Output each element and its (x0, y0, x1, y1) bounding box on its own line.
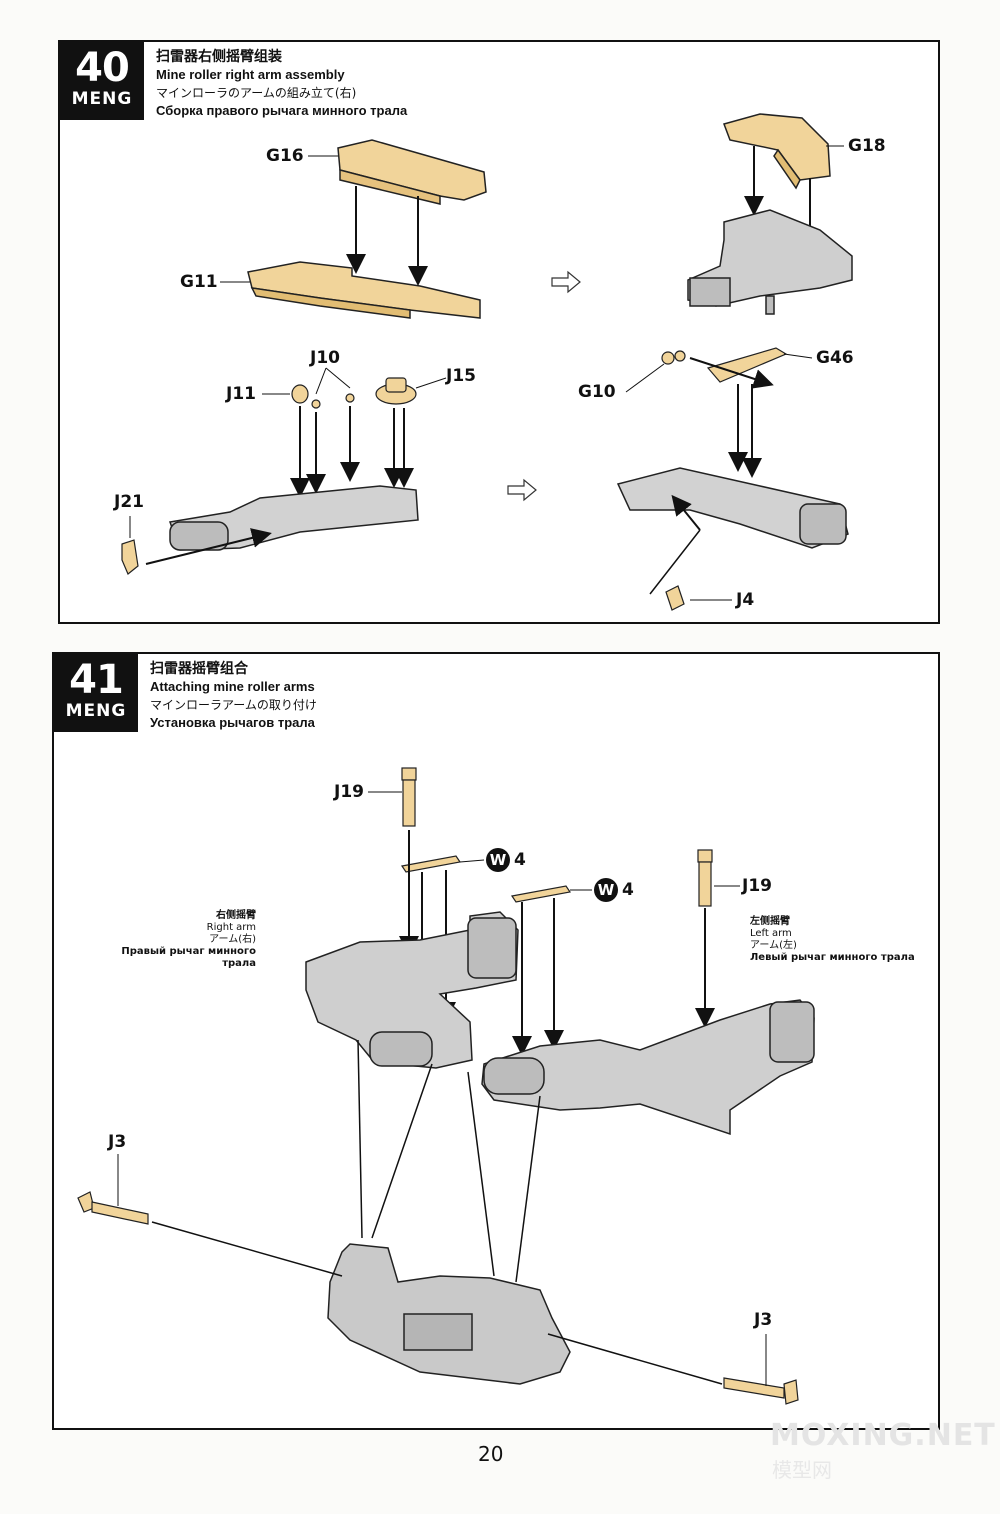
right-arm-cn: 右侧摇臂 (216, 910, 256, 921)
part-j19-left (401, 767, 417, 827)
part-j10 (311, 393, 355, 409)
part-j11 (291, 384, 309, 404)
part-j15 (375, 377, 417, 405)
label-g16: G16 (266, 146, 304, 166)
part-j21 (121, 539, 139, 575)
label-j3-left: J3 (108, 1132, 127, 1152)
label-j4: J4 (736, 590, 755, 610)
left-arm-caption: 左侧摇臂 Left arm アーム(左) Левый рычаг минного… (750, 916, 920, 964)
part-left-arm-assembly (481, 999, 815, 1136)
step-41-badge: 41 MENG (54, 654, 138, 732)
label-j19-left: J19 (334, 782, 364, 802)
step-40-titles: 扫雷器右侧摇臂组装 Mine roller right arm assembly… (156, 48, 407, 120)
w-part-icon: W (486, 848, 510, 872)
label-g10: G10 (578, 382, 616, 402)
page-number: 20 (478, 1442, 504, 1466)
right-arm-jp: アーム(右) (209, 934, 256, 945)
watermark-sub: 模型网 (772, 1458, 832, 1482)
next-arrow-icon (507, 478, 537, 502)
label-j21: J21 (114, 492, 144, 512)
label-j11: J11 (226, 384, 256, 404)
step-number: 41 (69, 657, 124, 703)
w-part-icon: W (594, 878, 618, 902)
part-right-arm-assembly (305, 911, 519, 1069)
label-j3-right: J3 (754, 1310, 773, 1330)
part-g18 (723, 113, 831, 190)
part-g11 (247, 261, 481, 319)
part-w-strip-2 (510, 885, 572, 903)
title-ru: Сборка правого рычага минного трала (156, 103, 408, 118)
title-cn: 扫雷器右侧摇臂组装 (156, 49, 282, 65)
part-j19-right (697, 849, 713, 907)
left-arm-jp: アーム(左) (750, 940, 797, 951)
title-jp: マインローラのアームの組み立て(右) (156, 86, 357, 100)
right-arm-caption: 右侧摇臂 Right arm アーム(右) Правый рычаг минно… (94, 910, 256, 970)
part-g10 (661, 350, 686, 365)
right-arm-en: Right arm (206, 922, 256, 933)
part-j3-right (723, 1377, 799, 1405)
left-arm-cn: 左侧摇臂 (750, 916, 790, 927)
part-gray-arm-left (168, 485, 419, 551)
part-g16 (337, 139, 487, 205)
left-arm-ru: Левый рычаг минного трала (750, 952, 915, 963)
part-hull-front (327, 1243, 571, 1385)
part-w-strip-1 (400, 855, 462, 873)
step-number: 40 (75, 45, 130, 91)
label-g11: G11 (180, 272, 218, 292)
part-j4 (665, 585, 685, 611)
right-arm-ru: Правый рычаг минного трала (121, 946, 256, 969)
title-ru: Установка рычагов трала (150, 715, 315, 730)
title-en: Attaching mine roller arms (150, 679, 315, 694)
part-gray-arm-top (687, 209, 853, 315)
label-j19-right: J19 (742, 876, 772, 896)
brand-logo: MENG (65, 701, 127, 721)
step-40-badge: 40 MENG (60, 42, 144, 120)
label-g46: G46 (816, 348, 854, 368)
next-arrow-icon (551, 270, 581, 294)
brand-logo: MENG (71, 89, 133, 109)
left-arm-en: Left arm (750, 928, 792, 939)
label-g18: G18 (848, 136, 886, 156)
title-en: Mine roller right arm assembly (156, 67, 345, 82)
title-jp: マインローラアームの取り付け (150, 698, 317, 712)
part-j3-left (77, 1191, 149, 1225)
part-gray-arm-right (616, 467, 849, 549)
w-quantity-2: 4 (622, 880, 634, 900)
label-j10: J10 (310, 348, 340, 368)
watermark: MOXING.NET (770, 1418, 996, 1453)
title-cn: 扫雷器摇臂组合 (150, 661, 248, 677)
w-quantity-1: 4 (514, 850, 526, 870)
step-41-titles: 扫雷器摇臂组合 Attaching mine roller arms マインロー… (150, 660, 317, 732)
label-j15: J15 (446, 366, 476, 386)
